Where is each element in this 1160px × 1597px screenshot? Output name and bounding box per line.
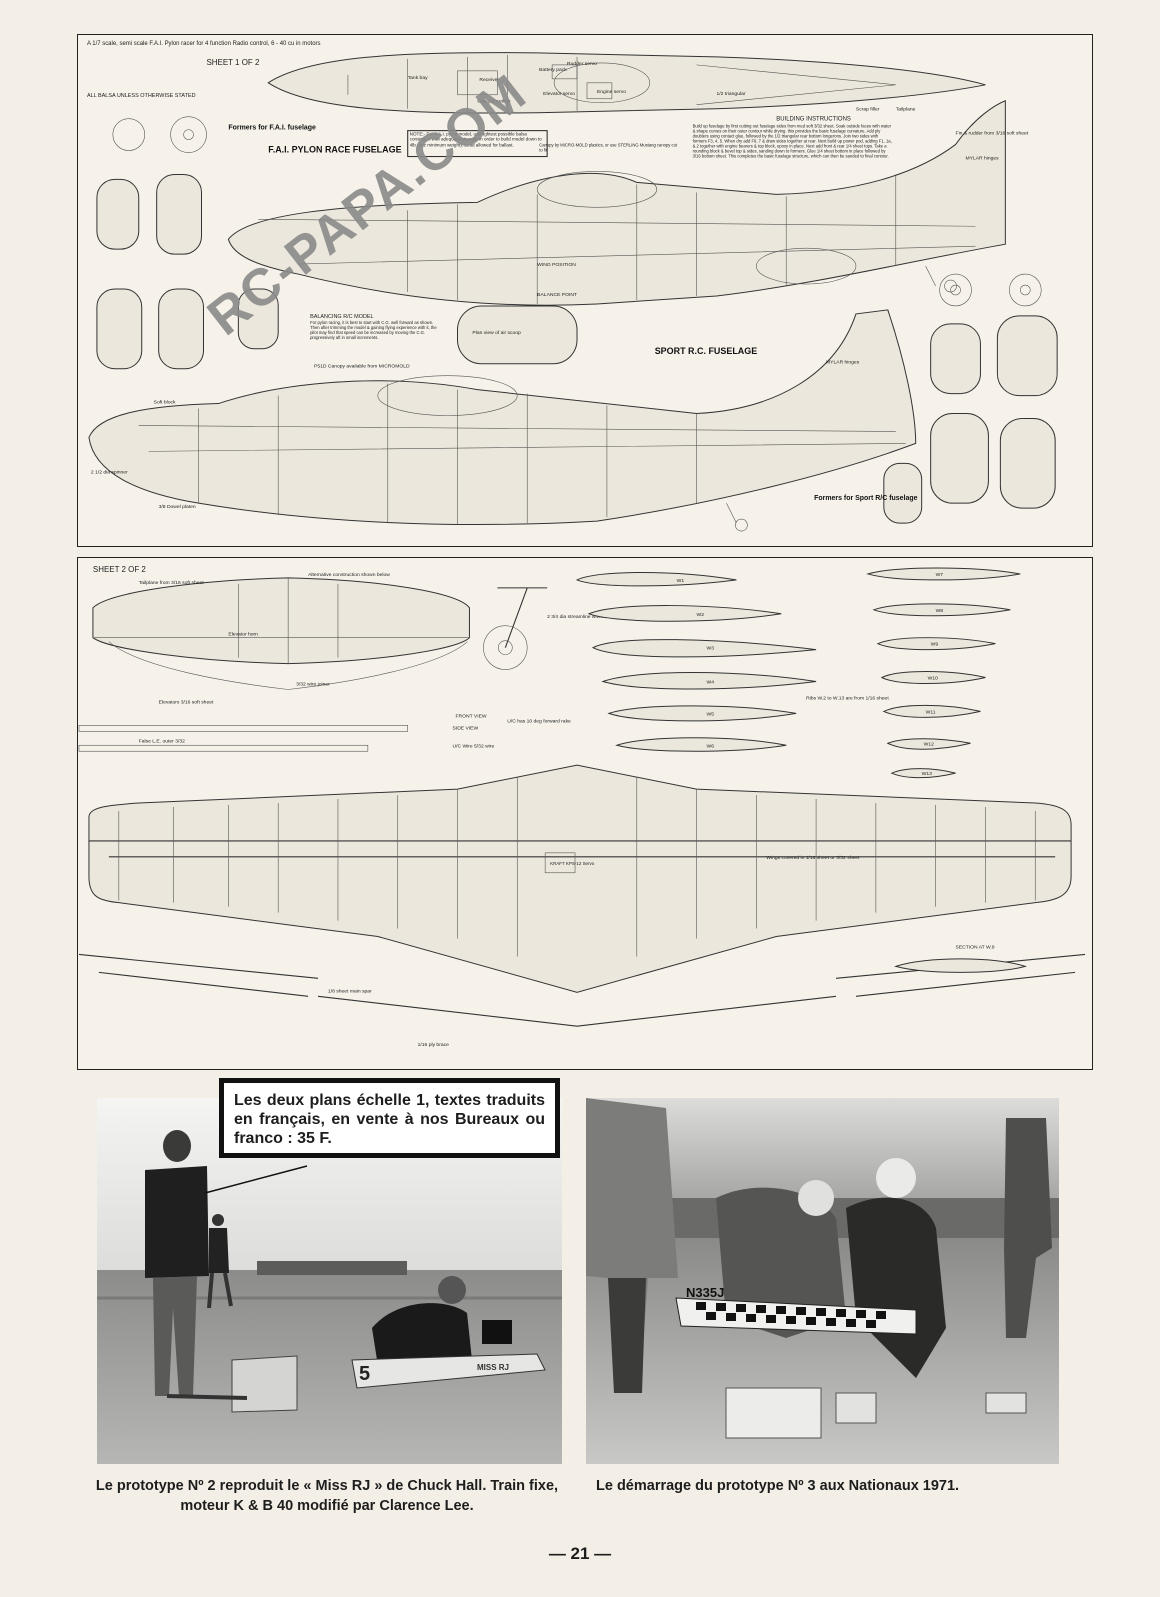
label-plan-view-scoop: Plan view of air scoop — [472, 330, 521, 336]
caption-photo-2: Le démarrage du prototype Nº 3 aux Natio… — [596, 1478, 960, 1494]
rib-label-w13: W13 — [922, 771, 932, 777]
label-soft-block: Soft block — [154, 400, 176, 406]
fai-title: F.A.I. PYLON RACE FUSELAGE — [268, 145, 401, 155]
label-canopy-outline: Canopy outline — [477, 99, 510, 105]
rib-label-w3: W3 — [707, 646, 715, 652]
label-dowel: 3/8 Dowel platen — [159, 504, 196, 510]
wing-plan: KRAFT KPS-12 Servo 1/8 sheet main spar 1… — [78, 764, 1086, 1048]
label-balance-point: BALANCE POINT — [537, 292, 577, 298]
label-uc-rake: U/C has 10 deg forward rake — [507, 718, 571, 724]
label-elevators: Elevators 3/16 soft sheet — [159, 699, 214, 705]
label-rudder-servo: Rudder servo — [567, 61, 597, 67]
sheet1-header: A 1/7 scale, semi scale F.A.I. Pylon rac… — [87, 41, 321, 47]
label-receiver: Receiver — [479, 77, 499, 83]
sheet2-drawing: SHEET 2 OF 2 Tailplane from 3/16 soft sh… — [78, 565, 1086, 1048]
label-scrap-filler: Scrap filler — [856, 107, 880, 113]
miss-rj-number: 5 — [359, 1363, 370, 1385]
label-mylar: MYLAR hinges — [966, 156, 1000, 162]
fuselage-top-view: Tank bay Receiver Canopy outline Battery… — [267, 52, 986, 114]
air-scoop-plan — [457, 305, 578, 365]
tailplane-plan: Tailplane from 3/16 soft sheet Alternati… — [92, 572, 470, 705]
label-front-view: FRONT VIEW — [456, 713, 487, 719]
label-wings-covered: Wings covered in 1/16 sheet or 3/32 shee… — [766, 855, 860, 861]
label-uc-wire: U/C Wire 5/32 wire — [453, 743, 495, 749]
plan-sheet-2: SHEET 2 OF 2 Tailplane from 3/16 soft sh… — [77, 557, 1093, 1070]
photo-miss-rj: 5 MISS RJ — [97, 1098, 562, 1464]
wing-ribs: W1 W2 W3 W4 W5 W6 W7 W8 W9 W10 W11 W12 W… — [575, 567, 1021, 779]
label-engine-servo: Engine servo — [597, 89, 626, 95]
label-side-view: SIDE VIEW — [453, 725, 479, 731]
rib-label-w10: W10 — [928, 676, 938, 682]
formers-fai-group — [96, 116, 279, 370]
label-alt-construction: Alternative construction shown below — [308, 572, 390, 578]
model-registration: N335J — [686, 1285, 724, 1300]
balancing-title: BALANCING R/C MODEL — [310, 314, 374, 320]
rib-label-w8: W8 — [936, 608, 944, 614]
balancing-text: For pylon racing, it is best to start wi… — [310, 319, 437, 340]
plan-sheet-1: A 1/7 scale, semi scale F.A.I. Pylon rac… — [77, 34, 1093, 547]
fai-note-box: NOTE:- For F.A.I. pylon model, use light… — [409, 131, 542, 148]
building-title: BUILDING INSTRUCTIONS — [776, 117, 851, 123]
miss-rj-name: MISS RJ — [477, 1363, 509, 1372]
sheet1-drawing: A 1/7 scale, semi scale F.A.I. Pylon rac… — [87, 41, 1058, 532]
label-section-w9: SECTION AT W.9 — [956, 944, 995, 950]
label-tailplane: Tailplane — [896, 107, 916, 113]
formers-sport-group — [883, 273, 1058, 524]
plans-sale-notice: Les deux plans échelle 1, textes traduit… — [219, 1078, 560, 1158]
rib-label-w11: W11 — [926, 709, 936, 715]
rib-label-w5: W5 — [707, 711, 715, 717]
label-wing-position: WING POSITION — [537, 262, 576, 268]
label-false-le: False L.E. outer 3/32 — [139, 738, 185, 744]
label-battery-pack: Battery pack — [539, 67, 567, 73]
page-number: — 21 — — [548, 1544, 612, 1563]
formers-sport-label: Formers for Sport R/C fuselage — [814, 495, 918, 502]
label-triangular: 1/2 triangular — [716, 91, 745, 97]
canopy-note: Canopy by MICRO-MOLD plastics, or use ST… — [539, 142, 678, 153]
label-kraft-servo: KRAFT KPS-12 Servo — [550, 861, 595, 866]
fuselage-side-fai: WING POSITION BALANCE POINT Fin & rudder… — [227, 100, 1029, 306]
label-tailplane-sheet: Tailplane from 3/16 soft sheet — [139, 580, 205, 586]
rib-label-w12: W12 — [924, 741, 934, 747]
sheet1-balsa-note: ALL BALSA UNLESS OTHERWISE STATED — [87, 93, 196, 99]
sheet2-label: SHEET 2 OF 2 — [93, 565, 146, 574]
label-spinner: 2 1/2 dia spinner — [91, 469, 128, 475]
rib-label-w7: W7 — [936, 572, 944, 578]
building-text: Build up fuselage by first cutting out f… — [692, 123, 892, 159]
label-wire-joiner: 3/32 wire joiner — [296, 682, 330, 688]
label-sport-mylar: MYLAR hinges — [826, 360, 860, 366]
rib-label-w4: W4 — [707, 680, 715, 686]
label-ribs-note: Ribs W.2 to W.13 are from 1/16 sheet — [806, 695, 889, 701]
label-fin-rudder: Fin & rudder from 3/16 soft sheet — [956, 131, 1029, 137]
label-ply-brace: 1/16 ply brace — [418, 1042, 449, 1048]
label-tank-bay: Tank bay — [408, 75, 428, 81]
sheet1-label: SHEET 1 OF 2 — [206, 58, 259, 67]
formers-fai-label: Formers for F.A.I. fuselage — [228, 125, 316, 132]
rib-label-w6: W6 — [707, 743, 715, 749]
rib-label-w9: W9 — [931, 642, 939, 648]
label-elevator-horn: Elevator horn — [228, 632, 258, 638]
sport-title: SPORT R.C. FUSELAGE — [655, 346, 757, 356]
photo-nationals-1971: N335J — [586, 1098, 1059, 1464]
label-main-spar: 1/8 sheet main spar — [328, 988, 372, 994]
caption-photo-1: Le prototype Nº 2 reproduit le « Miss RJ… — [95, 1478, 559, 1514]
p51-canopy-note: P51D Canopy available from MICROMOLD — [314, 364, 410, 370]
rib-label-w1: W1 — [677, 578, 685, 584]
fuselage-side-sport: Soft block 2 1/2 dia spinner 3/8 Dowel p… — [88, 309, 917, 532]
label-elevator-servo: Elevator servo — [543, 91, 575, 97]
rib-label-w2: W2 — [697, 612, 705, 618]
